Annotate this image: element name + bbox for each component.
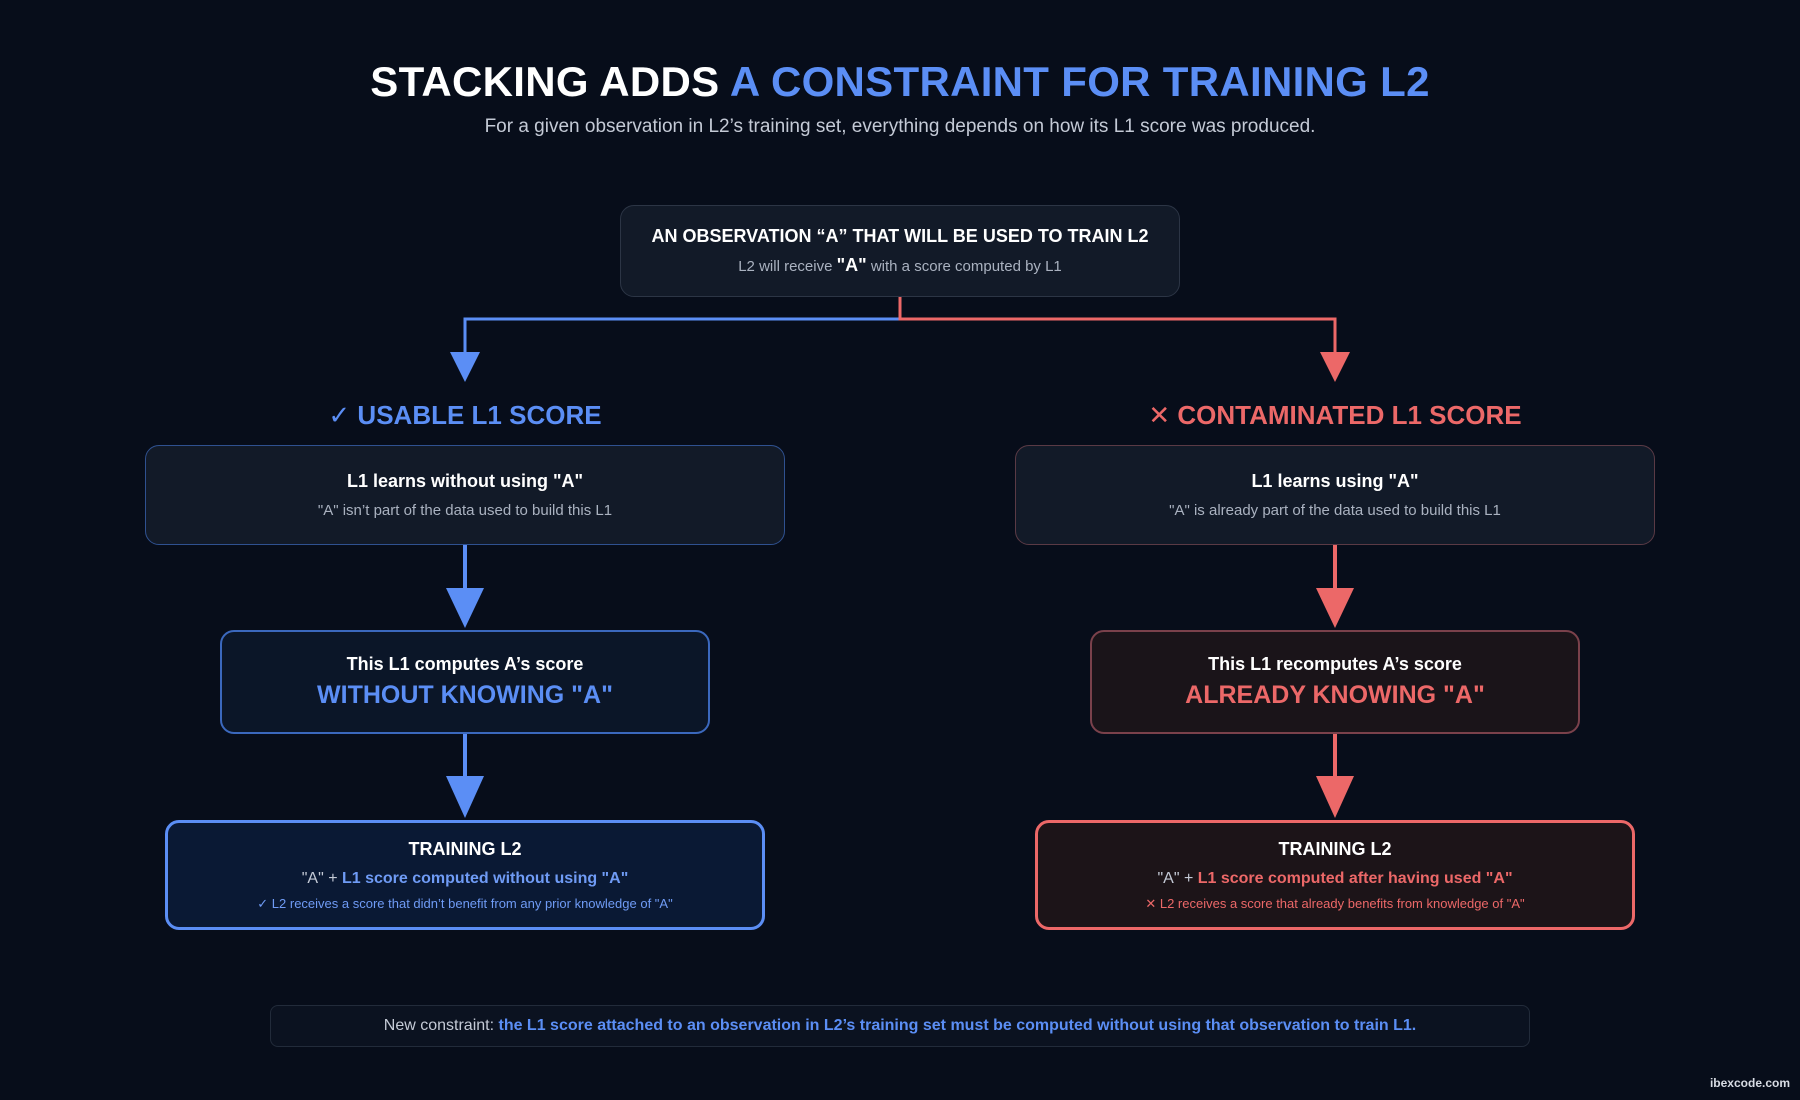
observation-sub-strong: "A" <box>836 255 867 275</box>
right-arrow-1-head <box>1316 588 1354 628</box>
right-training-line: "A" + L1 score computed after having use… <box>1157 870 1512 888</box>
constraint-footer: New constraint: the L1 score attached to… <box>270 1005 1530 1047</box>
left-compute-box: This L1 computes A’s score WITHOUT KNOWI… <box>220 630 710 734</box>
split-connector-right <box>898 297 1337 355</box>
left-arrow-2-head <box>446 776 484 818</box>
observation-sub-before: L2 will receive <box>738 258 837 275</box>
split-connector-left <box>463 297 902 355</box>
usable-score-heading: ✓ USABLE L1 SCORE <box>328 400 602 430</box>
left-arrow-1-head <box>446 588 484 628</box>
observation-box: AN OBSERVATION “A” THAT WILL BE USED TO … <box>620 205 1180 297</box>
right-training-note: ✕ L2 receives a score that already benef… <box>1145 895 1525 911</box>
left-learn-subtitle: "A" isn’t part of the data used to build… <box>317 502 613 519</box>
footer-prefix: New constraint: <box>383 1017 499 1034</box>
right-learn-subtitle: "A" is already part of the data used to … <box>1169 502 1501 519</box>
arrowhead-left-top <box>450 352 480 382</box>
right-compute-title: This L1 recomputes A’s score <box>1208 654 1462 674</box>
observation-subtitle: L2 will receive "A" with a score compute… <box>738 255 1062 276</box>
left-training-note: ✓ L2 receives a score that didn’t benefi… <box>257 895 673 911</box>
right-compute-box: This L1 recomputes A’s score ALREADY KNO… <box>1090 630 1580 734</box>
footer-text: New constraint: the L1 score attached to… <box>384 1017 1416 1035</box>
left-training-box: TRAINING L2 "A" + L1 score computed with… <box>165 820 765 930</box>
right-learn-title: L1 learns using "A" <box>1251 471 1419 491</box>
left-learn-box: L1 learns without using "A" "A" isn’t pa… <box>145 445 785 545</box>
left-compute-emphasis: WITHOUT KNOWING "A" <box>317 681 613 709</box>
page-title: STACKING ADDS A CONSTRAINT FOR TRAINING … <box>0 58 1800 106</box>
right-compute-emphasis: ALREADY KNOWING "A" <box>1185 681 1485 709</box>
right-training-box: TRAINING L2 "A" + L1 score computed afte… <box>1035 820 1635 930</box>
arrowhead-right-top <box>1320 352 1350 382</box>
left-training-prefix: "A" + <box>301 869 342 887</box>
observation-sub-after: with a score computed by L1 <box>866 258 1062 275</box>
left-training-line: "A" + L1 score computed without using "A… <box>302 870 629 888</box>
observation-title: AN OBSERVATION “A” THAT WILL BE USED TO … <box>651 226 1149 246</box>
contaminated-score-heading: ✕ CONTAMINATED L1 SCORE <box>1148 400 1522 430</box>
footer-highlight: the L1 score attached to an observation … <box>498 1017 1417 1034</box>
left-compute-title: This L1 computes A’s score <box>346 654 584 674</box>
left-training-title: TRAINING L2 <box>408 838 522 859</box>
right-training-prefix: "A" + <box>1157 869 1198 887</box>
right-training-highlight: L1 score computed after having used "A" <box>1197 869 1513 887</box>
left-learn-title: L1 learns without using "A" <box>346 471 584 491</box>
right-arrow-2-head <box>1316 776 1354 818</box>
site-credit: ibexcode.com <box>1709 1076 1790 1090</box>
right-training-title: TRAINING L2 <box>1278 838 1392 859</box>
left-training-highlight: L1 score computed without using "A" <box>341 869 629 887</box>
title-highlight: A CONSTRAINT FOR TRAINING L2 <box>729 58 1430 105</box>
right-learn-box: L1 learns using "A" "A" is already part … <box>1015 445 1655 545</box>
page-subtitle: For a given observation in L2’s training… <box>484 116 1316 137</box>
title-plain: STACKING ADDS <box>370 58 730 105</box>
